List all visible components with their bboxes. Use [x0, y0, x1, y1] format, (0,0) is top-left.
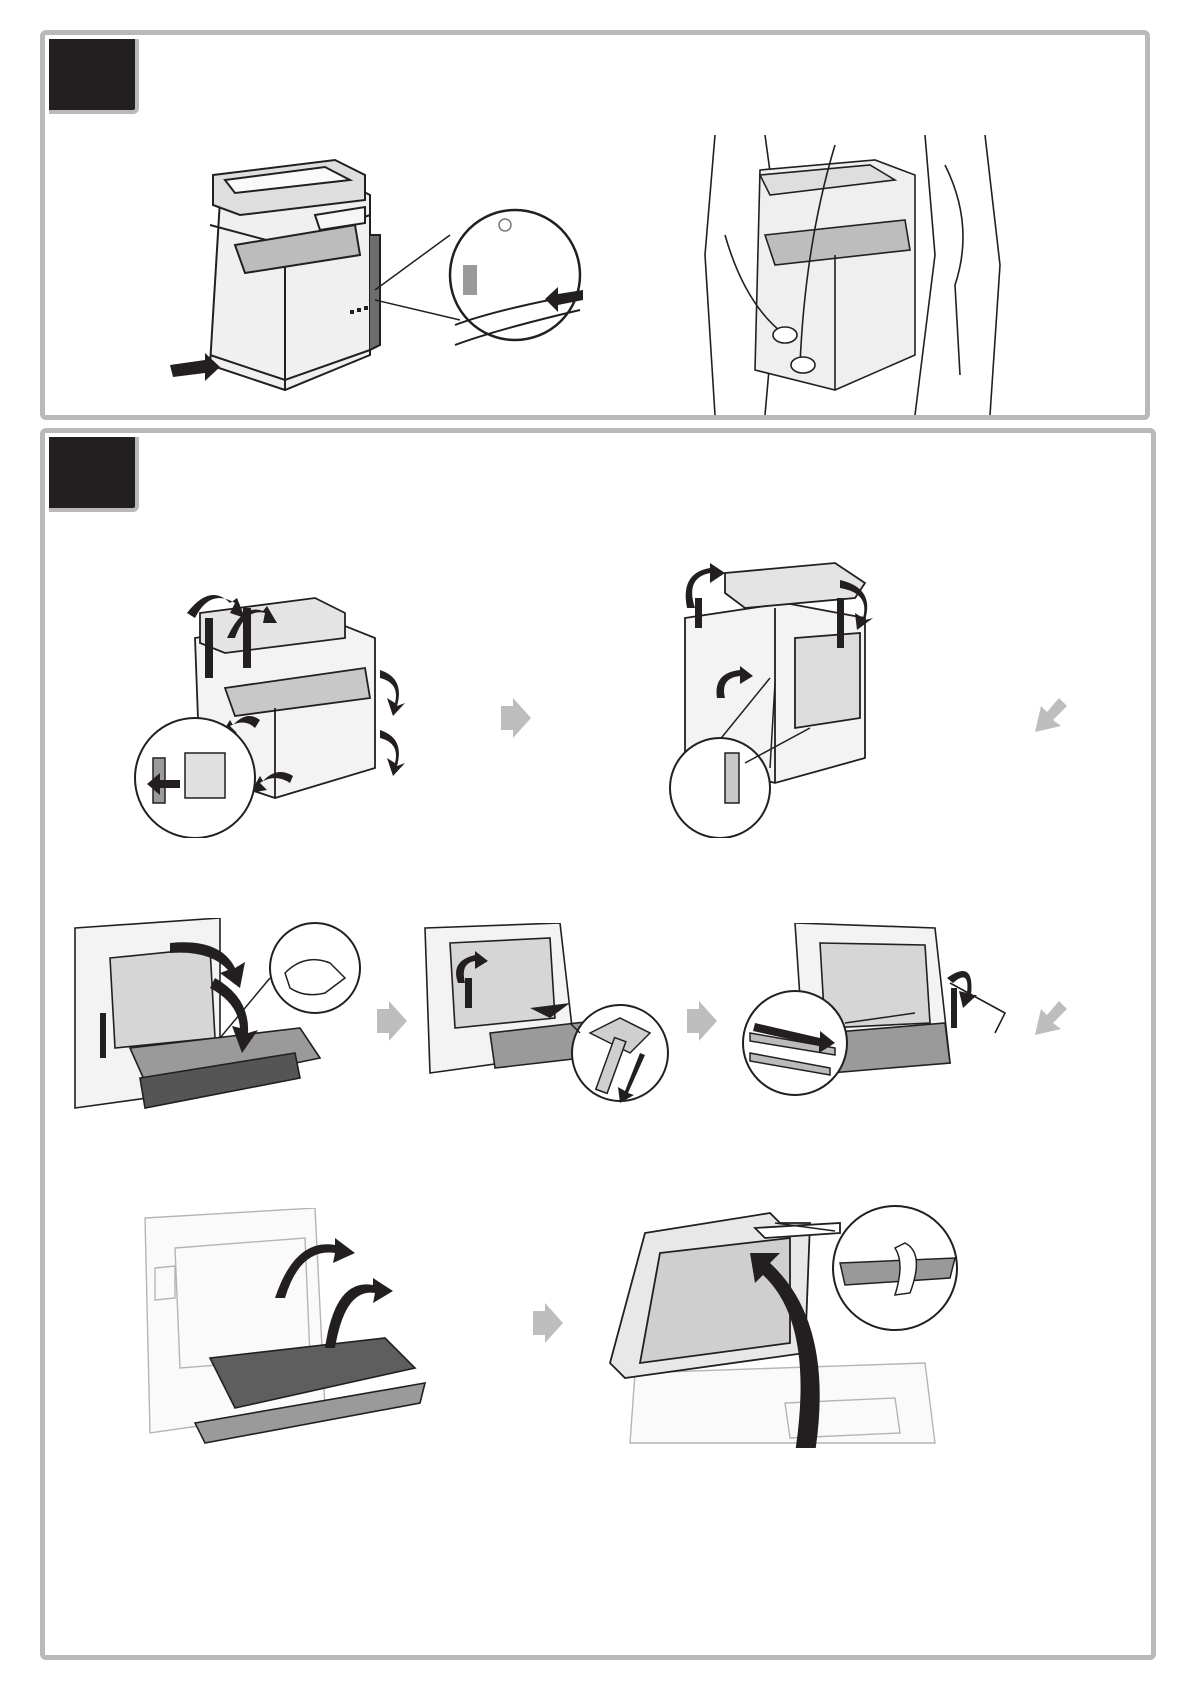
close-rear-cover-illustration [135, 1208, 445, 1448]
step-panel-1 [40, 30, 1150, 420]
step-tab-icon [49, 39, 139, 114]
remove-tape-front-illustration [125, 558, 425, 838]
open-feeder-illustration [605, 1203, 980, 1448]
flow-arrow-icon [501, 698, 531, 738]
remove-fixing-strap-illustration [420, 923, 670, 1108]
flow-arrow-icon [1033, 698, 1067, 738]
carry-printer-illustration [685, 135, 1015, 415]
flow-arrow-icon [533, 1303, 563, 1343]
zoom-callout-icon [345, 195, 585, 355]
step-panel-2 [40, 428, 1156, 1660]
flow-arrow-icon [377, 1001, 407, 1041]
flow-arrow-icon [687, 1001, 717, 1041]
pull-out-strap-illustration [735, 923, 1010, 1108]
step-tab-icon [49, 437, 139, 512]
flow-arrow-icon [1033, 1001, 1067, 1041]
open-rear-cover-illustration [70, 918, 370, 1118]
remove-tape-back-illustration [665, 558, 895, 838]
